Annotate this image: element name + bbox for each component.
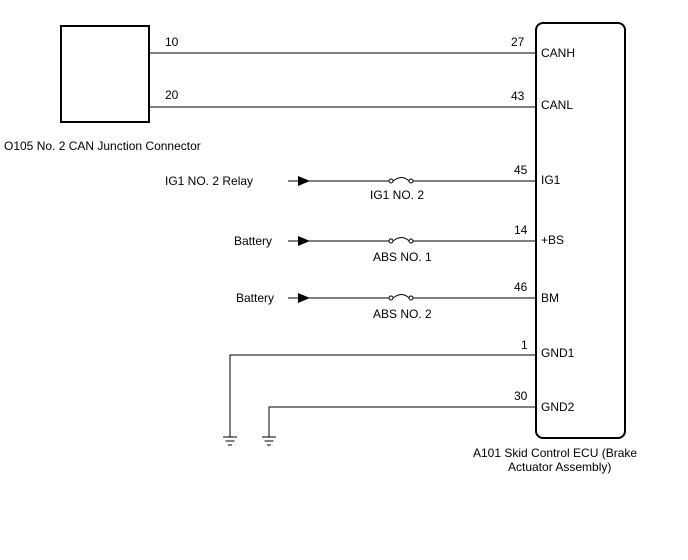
ground-icon (262, 436, 276, 446)
terminal-pin-canl: 43 (511, 89, 525, 103)
terminal-pin-canh: 27 (511, 35, 525, 49)
fuse-terminal-icon (408, 295, 414, 301)
fuse-icon (392, 177, 410, 182)
ground-icon (223, 436, 237, 446)
fuse-label-abs-no1: ABS NO. 1 (373, 250, 432, 264)
connector-pin-canh: 10 (165, 35, 179, 49)
terminal-pin-bs: 14 (514, 223, 528, 237)
terminal-pin-bm: 46 (514, 280, 528, 294)
connector-label: O105 No. 2 CAN Junction Connector (4, 139, 201, 153)
gnd2-wire (268, 406, 536, 437)
power-source-battery-2: Battery (236, 291, 274, 305)
terminal-name-canh: CANH (541, 46, 575, 60)
terminal-pin-gnd2: 30 (514, 389, 528, 403)
terminal-pin-ig1: 45 (514, 163, 528, 177)
power-source-ig1-relay: IG1 NO. 2 Relay (165, 174, 253, 188)
terminal-name-bm: BM (541, 291, 559, 305)
terminal-pin-gnd1: 1 (521, 338, 528, 352)
fuse-terminal-icon (388, 178, 394, 184)
fuse-terminal-icon (408, 178, 414, 184)
gnd1-wire (229, 354, 536, 437)
connector-pin-canl: 20 (165, 88, 179, 102)
fuse-icon (392, 294, 410, 299)
fuse-icon (392, 237, 410, 242)
ecu-label-line2: Actuator Assembly) (508, 460, 611, 474)
can-junction-connector-box (60, 25, 150, 123)
fuse-terminal-icon (388, 295, 394, 301)
power-source-battery-1: Battery (234, 234, 272, 248)
fuse-label-ig1-no2: IG1 NO. 2 (370, 188, 424, 202)
terminal-name-canl: CANL (541, 98, 573, 112)
fuse-label-abs-no2: ABS NO. 2 (373, 307, 432, 321)
terminal-name-gnd2: GND2 (541, 400, 575, 414)
fuse-terminal-icon (388, 238, 394, 244)
ecu-label-line1: A101 Skid Control ECU (Brake (473, 446, 637, 460)
terminal-name-ig1: IG1 (541, 173, 561, 187)
fuse-terminal-icon (408, 238, 414, 244)
terminal-name-gnd1: GND1 (541, 346, 575, 360)
skid-control-ecu-box (535, 22, 626, 439)
terminal-name-bs: +BS (541, 233, 564, 247)
